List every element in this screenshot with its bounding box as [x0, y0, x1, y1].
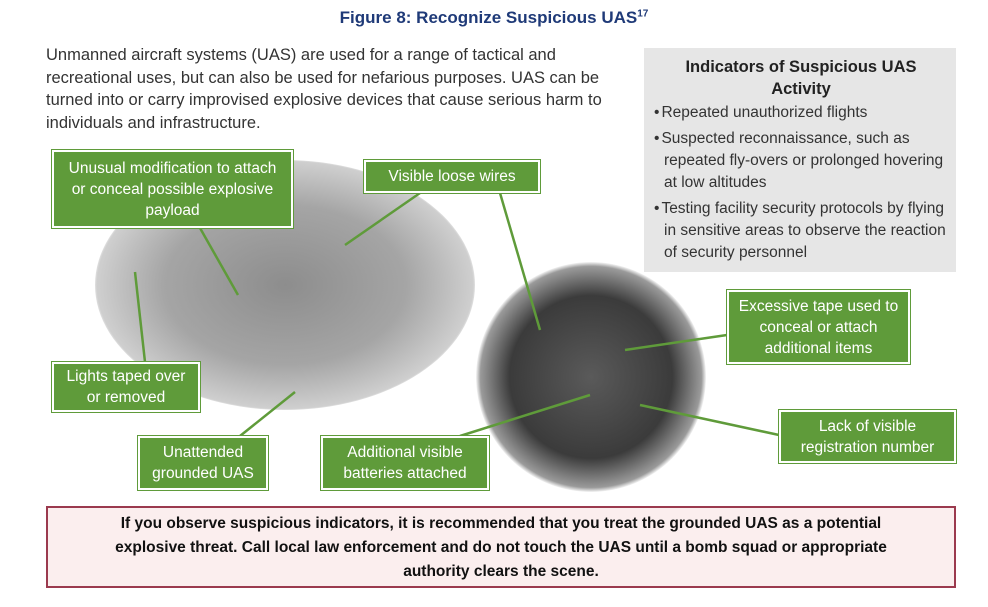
- arrow: [198, 227, 240, 296]
- indicators-box: Indicators of Suspicious UAS Activity Re…: [644, 48, 956, 272]
- label-batteries: Additional visible batteries attached: [321, 436, 489, 490]
- label-tape: Excessive tape used to conceal or attach…: [727, 290, 910, 364]
- label-lights: Lights taped over or removed: [52, 362, 200, 412]
- indicators-heading: Indicators of Suspicious UAS Activity: [685, 58, 917, 98]
- intro-paragraph: Unmanned aircraft systems (UAS) are used…: [46, 46, 602, 132]
- title-text: Figure 8: Recognize Suspicious UAS: [339, 8, 638, 27]
- arrow: [459, 393, 591, 438]
- arrow: [624, 333, 728, 352]
- indicator-item: Suspected reconnaissance, such as repeat…: [654, 128, 948, 194]
- figure-title: Figure 8: Recognize Suspicious UAS17: [0, 8, 988, 28]
- label-wires: Visible loose wires: [364, 160, 540, 193]
- label-unattended: Unattended grounded UAS: [138, 436, 268, 490]
- arrow: [239, 391, 296, 437]
- indicator-item: Repeated unauthorized flights: [654, 102, 948, 124]
- warning-box: If you observe suspicious indicators, it…: [46, 506, 956, 588]
- arrow: [344, 191, 421, 247]
- arrow: [133, 271, 147, 363]
- indicator-item: Testing facility security protocols by f…: [654, 198, 948, 264]
- label-registration: Lack of visible registration number: [779, 410, 956, 463]
- arrow: [498, 192, 542, 331]
- drone-closeup-photo: [476, 262, 706, 492]
- label-modification: Unusual modification to attach or concea…: [52, 150, 293, 228]
- arrow: [639, 403, 780, 437]
- footnote-ref: 17: [637, 8, 649, 20]
